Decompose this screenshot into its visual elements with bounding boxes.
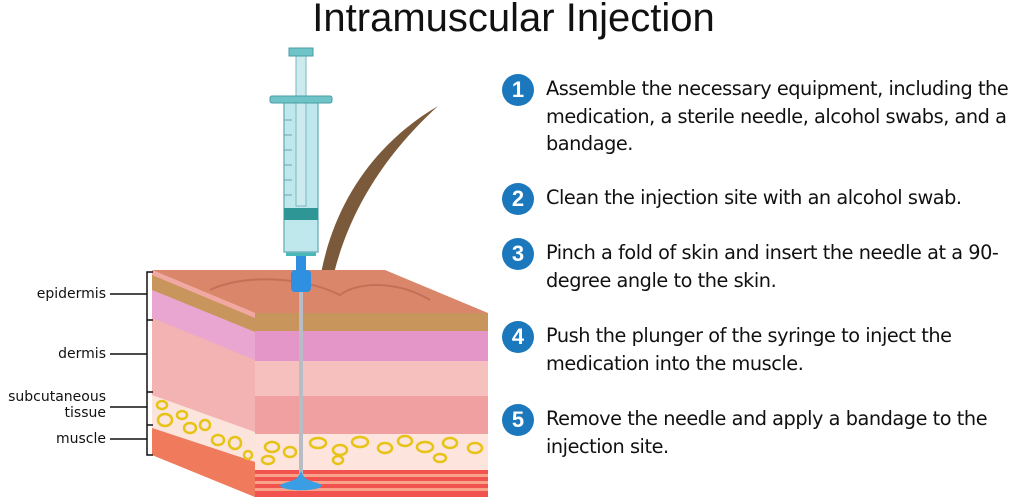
- needle: [299, 290, 303, 484]
- label-bracket: [110, 271, 153, 456]
- step-text: Push the plunger of the syringe to injec…: [546, 324, 952, 375]
- step-text: Remove the needle and apply a bandage to…: [546, 407, 988, 458]
- step-1: 1 Assemble the necessary equipment, incl…: [502, 74, 1027, 158]
- dermis-layer: [255, 361, 488, 396]
- fat-cells: [155, 399, 484, 466]
- step-text: Assemble the necessary equipment, includ…: [546, 77, 1009, 155]
- syringe: [269, 47, 333, 292]
- step-number-badge: 2: [502, 183, 534, 215]
- hair: [318, 106, 438, 292]
- epidermis-layer: [255, 313, 488, 331]
- step-2: 2 Clean the injection site with an alcoh…: [502, 183, 1027, 215]
- step-5: 5 Remove the needle and apply a bandage …: [502, 404, 1027, 460]
- skin-surface-contour: [209, 278, 431, 301]
- label-subcutaneous: subcutaneous tissue: [0, 389, 106, 421]
- step-3: 3 Pinch a fold of skin and insert the ne…: [502, 238, 1027, 294]
- label-muscle: muscle: [55, 431, 106, 447]
- injected-medication: [280, 470, 322, 491]
- step-number-badge: 5: [502, 404, 534, 436]
- subcutaneous-layer: [255, 434, 488, 470]
- label-epidermis: epidermis: [36, 286, 106, 302]
- page-title: Intramuscular Injection: [312, 0, 715, 40]
- label-dermis: dermis: [58, 346, 106, 362]
- label-subcutaneous-line2: tissue: [64, 405, 106, 421]
- skin-block-front: [255, 313, 488, 497]
- label-subcutaneous-line1: subcutaneous: [8, 389, 106, 405]
- step-number-badge: 4: [502, 321, 534, 353]
- step-number-badge: 1: [502, 74, 534, 106]
- step-number-badge: 3: [502, 238, 534, 270]
- step-text: Pinch a fold of skin and insert the need…: [546, 241, 999, 292]
- dermis-upper-layer: [255, 331, 488, 361]
- step-4: 4 Push the plunger of the syringe to inj…: [502, 321, 1027, 377]
- step-text: Clean the injection site with an alcohol…: [546, 186, 962, 209]
